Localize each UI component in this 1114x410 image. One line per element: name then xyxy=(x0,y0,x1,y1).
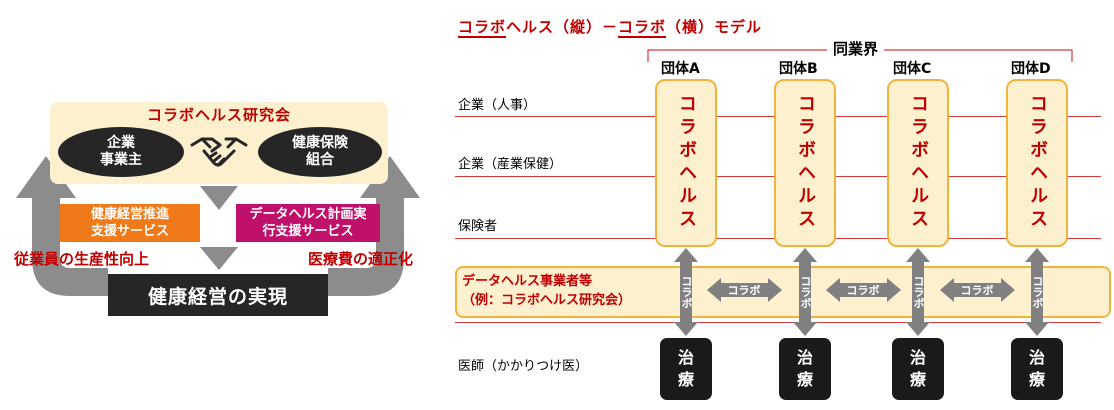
vertical-arrow-label-c: コラボ xyxy=(912,275,925,309)
horizontal-arrow-ab xyxy=(707,278,782,302)
horizontal-arrow-label-ab: コラボ xyxy=(727,284,761,297)
service-box-right: データヘルス計画実 行支援サービス xyxy=(236,204,380,242)
group-label-d: 団体D xyxy=(1011,61,1051,77)
group-label-a: 団体A xyxy=(661,61,700,77)
treatment-box-d: 治 療 xyxy=(1011,338,1063,400)
left-cycle-arrow xyxy=(16,156,108,296)
row-label-hr: 企業（人事） xyxy=(458,98,537,113)
vertical-arrow-label-d: コラボ xyxy=(1031,275,1044,309)
row-label-insurer: 保険者 xyxy=(458,219,498,234)
data-health-label: データヘルス事業者等 （例：コラボヘルス研究会） xyxy=(462,274,632,308)
result-box: 健康経営の実現 xyxy=(108,274,328,316)
horizontal-arrow-label-cd: コラボ xyxy=(960,284,994,297)
group-label-b: 団体B xyxy=(779,61,818,77)
vertical-arrow-label-a: コラボ xyxy=(680,275,693,309)
handshake-icon xyxy=(190,137,248,167)
row-label-occupational-health: 企業（産業保健） xyxy=(458,157,563,172)
title-part-2: ヘルス（縦）－ xyxy=(506,18,619,36)
collabo-column-d: コラボヘルス xyxy=(1006,79,1068,247)
right-cycle-arrow xyxy=(328,156,420,296)
research-title: コラボヘルス研究会 xyxy=(146,106,291,124)
model-title: コラボヘルス（縦）－コラボ（横）モデル xyxy=(458,16,763,38)
insurer-ellipse: 健康保険 組合 xyxy=(258,127,382,177)
vertical-arrow-d xyxy=(1025,248,1049,336)
caption-productivity: 従業員の生産性向上 xyxy=(14,250,150,268)
title-collabo-2: コラボ xyxy=(618,18,667,38)
vertical-arrow-a xyxy=(674,248,698,336)
row-line-4 xyxy=(455,322,1101,323)
treatment-box-a: 治 療 xyxy=(660,338,712,400)
upper-down-arrow xyxy=(200,186,238,210)
horizontal-arrow-bc xyxy=(826,278,901,302)
cycle-arrows xyxy=(16,156,420,296)
treatment-box-b: 治 療 xyxy=(779,338,831,400)
group-label-c: 団体C xyxy=(893,61,932,77)
vertical-arrow-c xyxy=(906,248,930,336)
collabo-column-d-text: コラボヘルス xyxy=(1027,94,1048,232)
caption-medical-cost: 医療費の適正化 xyxy=(308,250,414,268)
collabo-column-b-text: コラボヘルス xyxy=(795,94,816,232)
vertical-arrow-b xyxy=(793,248,817,336)
industry-label: 同業界 xyxy=(827,38,885,59)
collabo-column-c-text: コラボヘルス xyxy=(908,94,929,232)
company-ellipse: 企業 事業主 xyxy=(58,127,184,177)
collabo-column-a-text: コラボヘルス xyxy=(676,94,697,232)
horizontal-arrow-label-bc: コラボ xyxy=(846,284,880,297)
horizontal-arrow-cd xyxy=(940,278,1015,302)
service-box-left: 健康経営推進 支援サービス xyxy=(60,204,200,242)
title-collabo-1: コラボ xyxy=(458,18,507,38)
vertical-arrow-label-b: コラボ xyxy=(799,275,812,309)
collabo-column-b: コラボヘルス xyxy=(774,79,836,247)
lower-down-arrow xyxy=(200,247,238,270)
title-part-4: （横）モデル xyxy=(666,18,763,36)
row-label-doctor: 医師（かかりつけ医） xyxy=(458,359,589,374)
collabo-column-a: コラボヘルス xyxy=(655,79,717,247)
collabo-column-c: コラボヘルス xyxy=(887,79,949,247)
treatment-box-c: 治 療 xyxy=(892,338,944,400)
